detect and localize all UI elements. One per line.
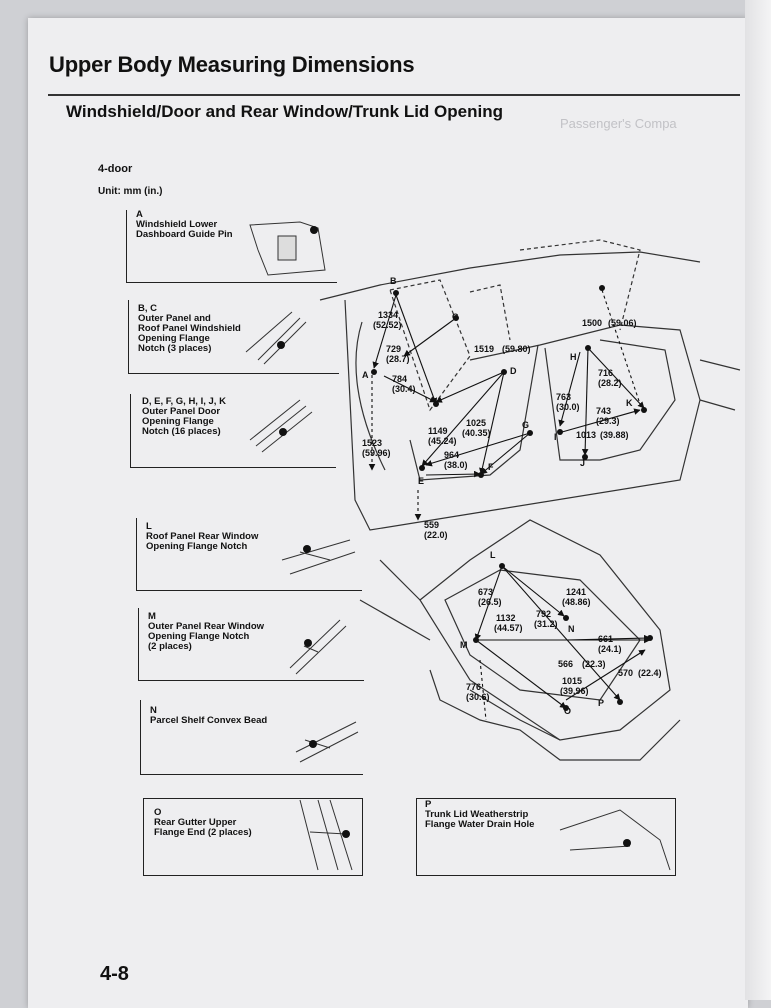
svg-text:792: 792 xyxy=(536,609,551,619)
svg-text:(24.1): (24.1) xyxy=(598,644,622,654)
svg-text:(45.24): (45.24) xyxy=(428,436,457,446)
point-label-b: B xyxy=(390,276,397,286)
svg-text:(31.2): (31.2) xyxy=(534,619,558,629)
unit-label: Unit: mm (in.) xyxy=(98,186,163,197)
upper-dimension-lines xyxy=(368,289,645,521)
svg-text:(44.57): (44.57) xyxy=(494,623,523,633)
svg-text:(28.7): (28.7) xyxy=(386,354,410,364)
svg-text:1149: 1149 xyxy=(428,426,448,436)
svg-text:729: 729 xyxy=(386,344,401,354)
point-label-k: K xyxy=(626,398,633,408)
svg-text:(39.88): (39.88) xyxy=(600,430,629,440)
point-label-i: I xyxy=(554,432,557,442)
svg-text:559: 559 xyxy=(424,520,439,530)
svg-text:(28.2): (28.2) xyxy=(598,378,622,388)
svg-text:(59.80): (59.80) xyxy=(502,344,531,354)
next-page-edge xyxy=(745,0,771,1000)
svg-text:1500: 1500 xyxy=(582,318,602,328)
upper-dimension-labels: 1334(52.52) 729(28.7) 784(30.4) 1519 (59.… xyxy=(362,310,637,540)
svg-text:1519: 1519 xyxy=(474,344,494,354)
svg-text:(22.4): (22.4) xyxy=(638,668,662,678)
svg-text:(22.0): (22.0) xyxy=(424,530,448,540)
variant-label: 4-door xyxy=(98,163,133,175)
svg-text:(38.0): (38.0) xyxy=(444,460,468,470)
inset-sketches xyxy=(245,221,671,871)
svg-text:1334: 1334 xyxy=(378,310,398,320)
upper-measure-points xyxy=(371,285,647,478)
point-label-p: P xyxy=(598,698,604,708)
svg-text:964: 964 xyxy=(444,450,459,460)
point-label-d: D xyxy=(510,366,517,376)
point-label-c: C xyxy=(452,312,459,322)
point-label-e: E xyxy=(418,476,424,486)
svg-text:(22.3): (22.3) xyxy=(582,659,606,669)
point-label-g: G xyxy=(522,420,529,430)
lower-dimension-lines xyxy=(474,565,651,721)
callout-box-l xyxy=(136,518,362,591)
point-label-m: M xyxy=(460,640,468,650)
point-label-f: F xyxy=(488,462,494,472)
title-rule xyxy=(48,94,740,96)
section-subtitle: Windshield/Door and Rear Window/Trunk Li… xyxy=(66,102,503,121)
svg-text:566: 566 xyxy=(558,659,573,669)
point-label-j: J xyxy=(580,458,585,468)
lower-dimension-labels: 673(26.5) 1241(48.86) 792(31.2) 1132(44.… xyxy=(466,587,662,702)
svg-text:1025: 1025 xyxy=(466,418,486,428)
svg-text:570: 570 xyxy=(618,668,633,678)
page-number: 4-8 xyxy=(100,963,129,985)
svg-text:1132: 1132 xyxy=(496,613,516,623)
callout-box-bc xyxy=(128,300,339,374)
point-label-o: O xyxy=(564,706,571,716)
svg-text:784: 784 xyxy=(392,374,407,384)
svg-text:1241: 1241 xyxy=(566,587,586,597)
callout-box-n xyxy=(140,700,363,775)
point-label-a: A xyxy=(362,370,369,380)
inset-points xyxy=(277,226,631,847)
bleed-through-text: Passenger's Compa xyxy=(560,116,677,131)
svg-text:(30.0): (30.0) xyxy=(556,402,580,412)
svg-text:673: 673 xyxy=(478,587,493,597)
svg-text:743: 743 xyxy=(596,406,611,416)
svg-text:(59.06): (59.06) xyxy=(608,318,637,328)
svg-text:(39.96): (39.96) xyxy=(560,686,589,696)
svg-text:1523: 1523 xyxy=(362,438,382,448)
svg-text:(30.6): (30.6) xyxy=(466,692,490,702)
svg-text:(52.52): (52.52) xyxy=(373,320,402,330)
svg-text:(26.5): (26.5) xyxy=(478,597,502,607)
svg-text:(59.96): (59.96) xyxy=(362,448,391,458)
page-title: Upper Body Measuring Dimensions xyxy=(49,52,415,77)
svg-text:661: 661 xyxy=(598,634,613,644)
callout-box-m xyxy=(138,608,364,681)
svg-text:(48.86): (48.86) xyxy=(562,597,591,607)
svg-text:(29.3): (29.3) xyxy=(596,416,620,426)
svg-text:1015: 1015 xyxy=(562,676,582,686)
lower-body-outline xyxy=(359,519,681,761)
svg-text:716: 716 xyxy=(598,368,613,378)
callout-box-dk xyxy=(130,394,336,468)
lower-measure-points xyxy=(473,563,653,711)
point-label-n: N xyxy=(568,624,575,634)
upper-body-outline xyxy=(319,239,741,531)
svg-text:(40.35): (40.35) xyxy=(462,428,491,438)
point-label-h: H xyxy=(570,352,577,362)
svg-text:1013: 1013 xyxy=(576,430,596,440)
callout-box-o xyxy=(143,798,363,876)
callout-box-p xyxy=(416,798,676,876)
point-label-l: L xyxy=(490,550,496,560)
svg-text:763: 763 xyxy=(556,392,571,402)
callout-box-a xyxy=(126,210,337,283)
svg-text:(30.4): (30.4) xyxy=(392,384,416,394)
svg-text:776: 776 xyxy=(466,682,481,692)
